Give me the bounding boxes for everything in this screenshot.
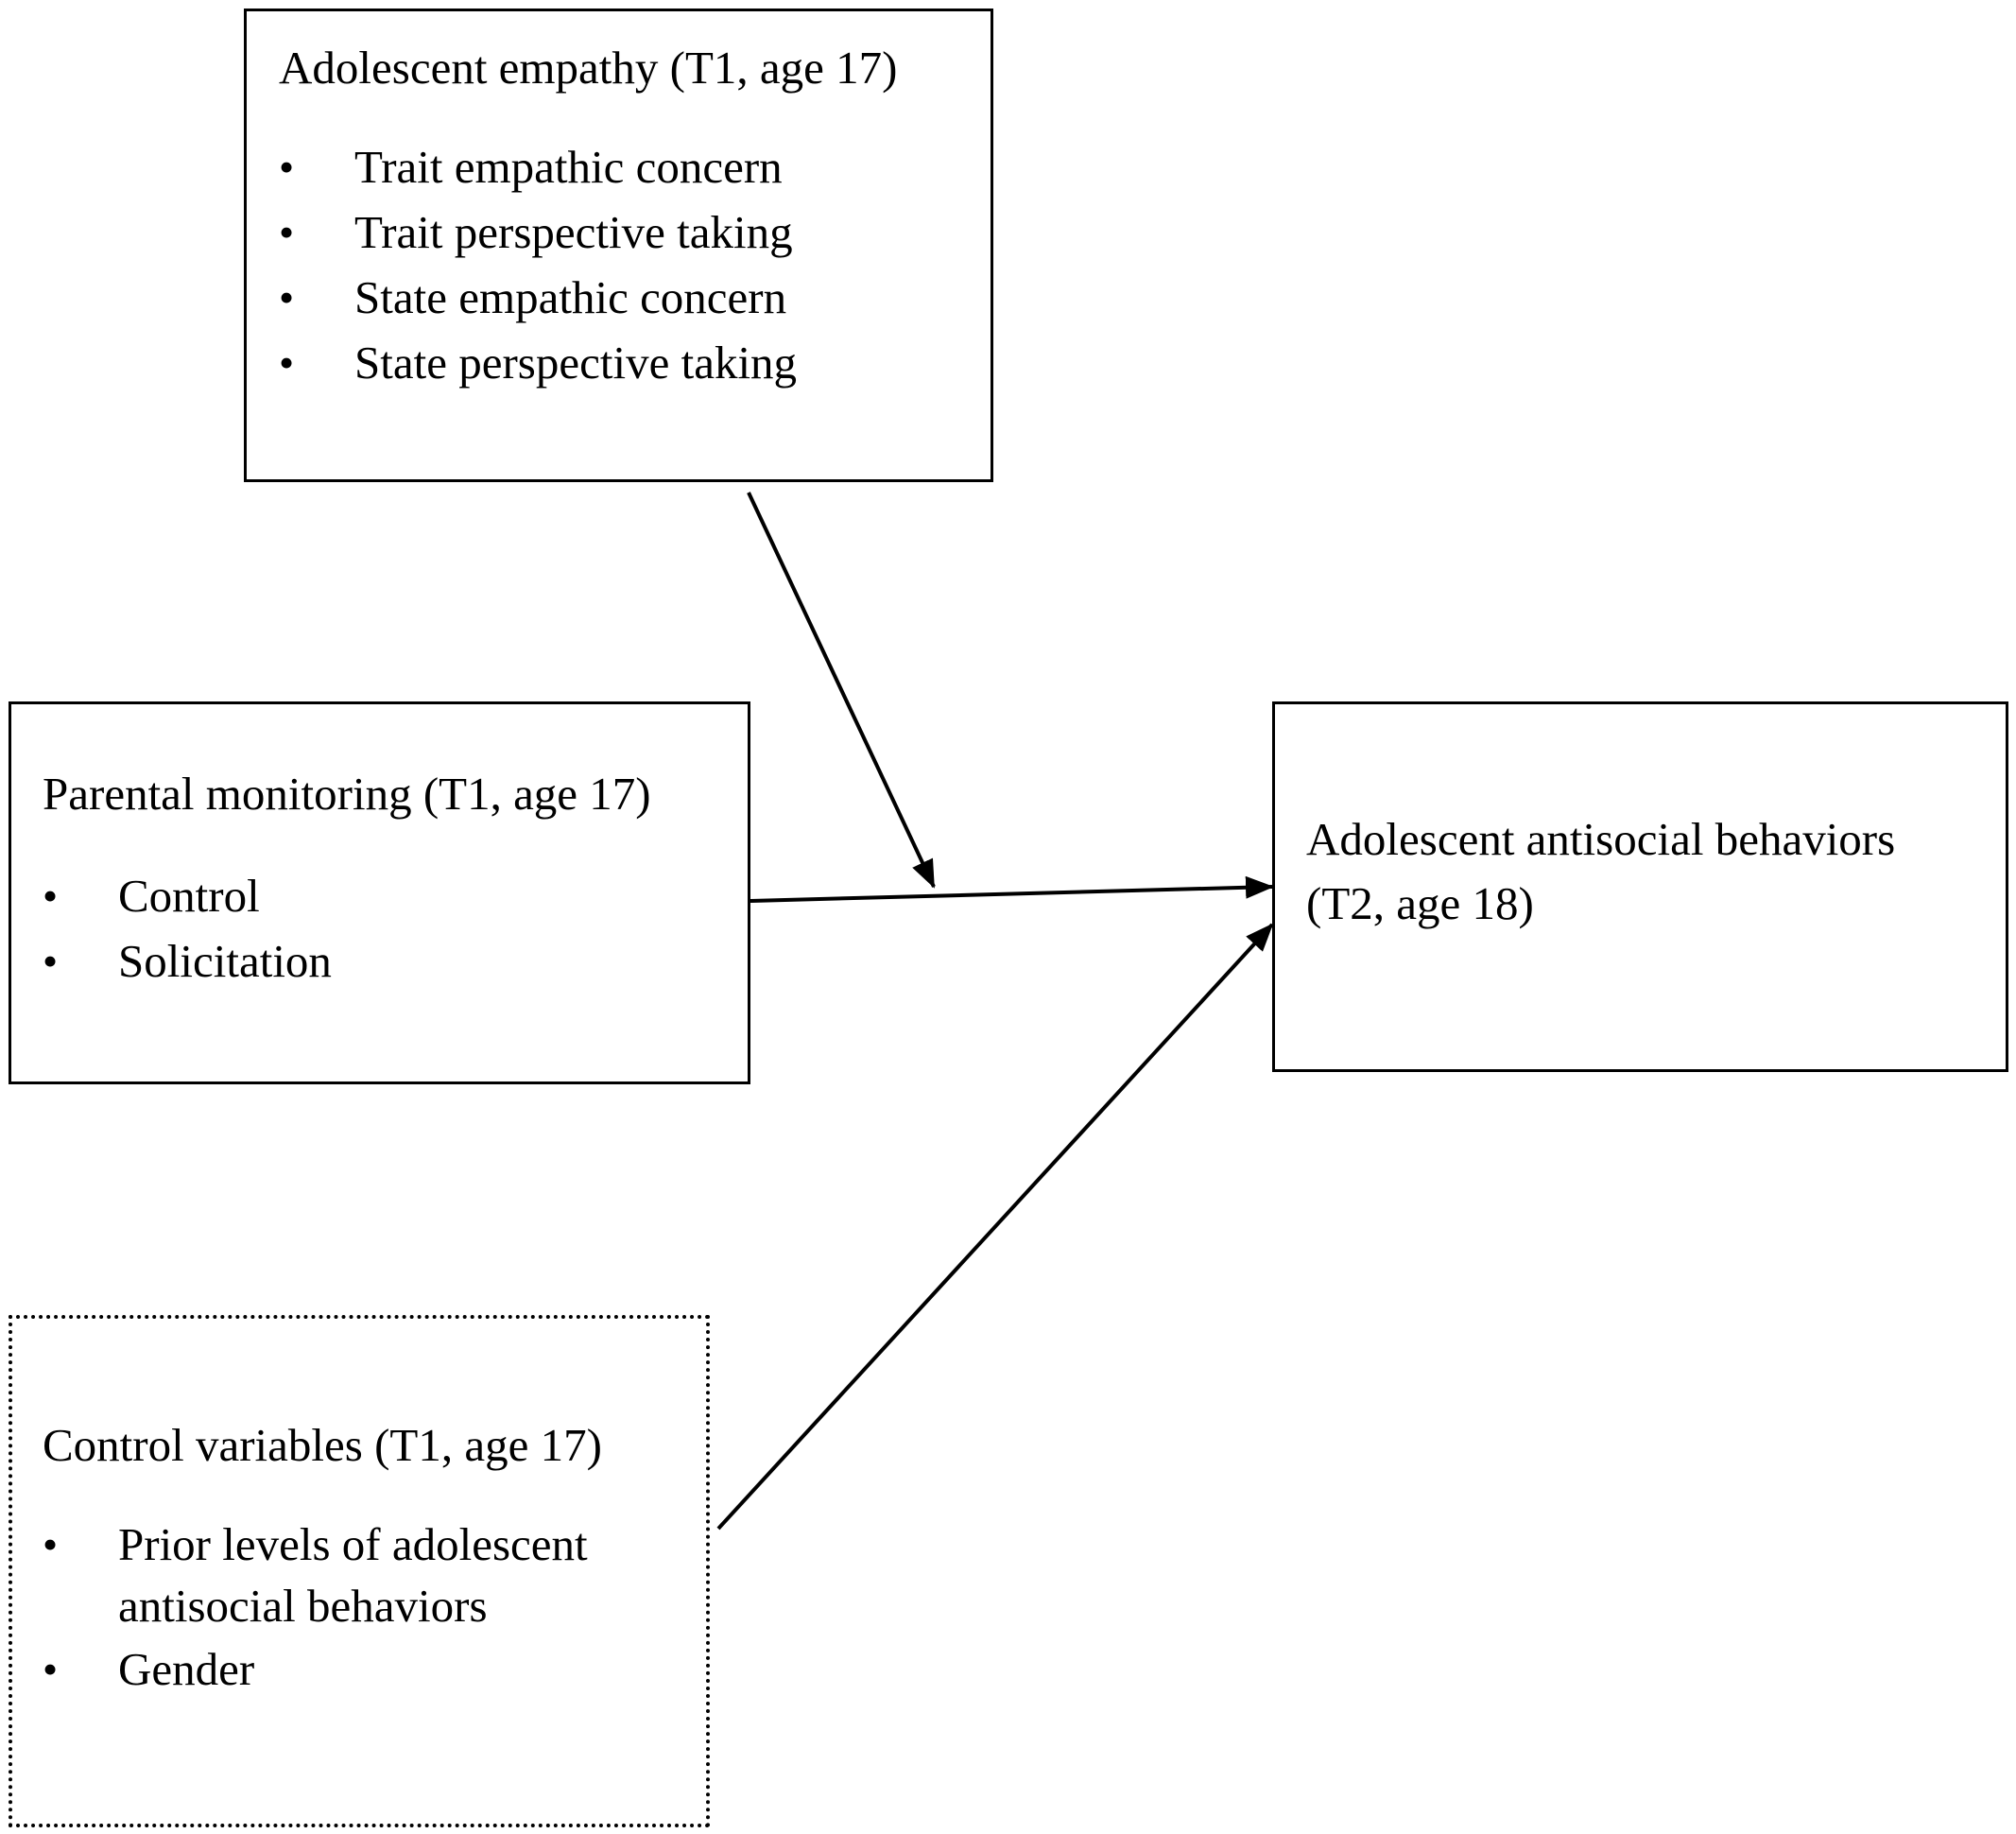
list-item: • Solicitation bbox=[43, 928, 332, 994]
bullet-icon: • bbox=[279, 208, 295, 256]
control-box-title: Control variables (T1, age 17) bbox=[43, 1419, 602, 1471]
control-item-label: Gender bbox=[118, 1643, 255, 1695]
empathy-item-label: Trait perspective taking bbox=[354, 206, 793, 258]
list-item-continuation: antisocial behaviors bbox=[43, 1575, 588, 1636]
monitoring-item-label: Control bbox=[118, 870, 260, 922]
monitoring-item-list: • Control • Solicitation bbox=[43, 863, 332, 994]
bullet-icon: • bbox=[43, 1645, 59, 1693]
empathy-moderator-box: Adolescent empathy (T1, age 17) • Trait … bbox=[244, 9, 993, 482]
outcome-box: Adolescent antisocial behaviors (T2, age… bbox=[1272, 701, 2008, 1072]
control-item-list: • Prior levels of adolescent antisocial … bbox=[43, 1514, 588, 1702]
bullet-icon: • bbox=[279, 273, 295, 321]
monitoring-box-title: Parental monitoring (T1, age 17) bbox=[43, 768, 651, 820]
main-effect-arrow bbox=[750, 875, 1274, 903]
monitoring-item-label: Solicitation bbox=[118, 935, 332, 987]
list-item: • State empathic concern bbox=[279, 265, 797, 330]
control-variables-box: Control variables (T1, age 17) • Prior l… bbox=[9, 1315, 710, 1827]
list-item: • Trait empathic concern bbox=[279, 134, 797, 199]
control-item-label: Prior levels of adolescent bbox=[118, 1518, 588, 1570]
bullet-icon: • bbox=[279, 338, 295, 387]
list-item: • Trait perspective taking bbox=[279, 199, 797, 265]
bullet-icon: • bbox=[43, 872, 59, 920]
list-item: • Control bbox=[43, 863, 332, 928]
empathy-item-label: State perspective taking bbox=[354, 337, 798, 389]
list-item: • Gender bbox=[43, 1636, 588, 1702]
moderation-arrow bbox=[747, 492, 936, 889]
empathy-box-title: Adolescent empathy (T1, age 17) bbox=[279, 42, 898, 94]
control-item-label: antisocial behaviors bbox=[118, 1580, 488, 1632]
outcome-box-title-line1: Adolescent antisocial behaviors bbox=[1306, 813, 1896, 865]
empathy-item-label: State empathic concern bbox=[354, 271, 787, 323]
empathy-item-list: • Trait empathic concern • Trait perspec… bbox=[279, 134, 797, 395]
empathy-item-label: Trait empathic concern bbox=[354, 141, 783, 193]
outcome-box-title-line2: (T2, age 18) bbox=[1306, 877, 1534, 929]
list-item: • State perspective taking bbox=[279, 330, 797, 395]
bullet-icon: • bbox=[43, 1520, 59, 1568]
bullet-icon: • bbox=[43, 937, 59, 985]
parental-monitoring-box: Parental monitoring (T1, age 17) • Contr… bbox=[9, 701, 750, 1084]
list-item: • Prior levels of adolescent bbox=[43, 1514, 588, 1575]
bullet-icon: • bbox=[279, 143, 295, 191]
control-arrow bbox=[716, 923, 1274, 1531]
